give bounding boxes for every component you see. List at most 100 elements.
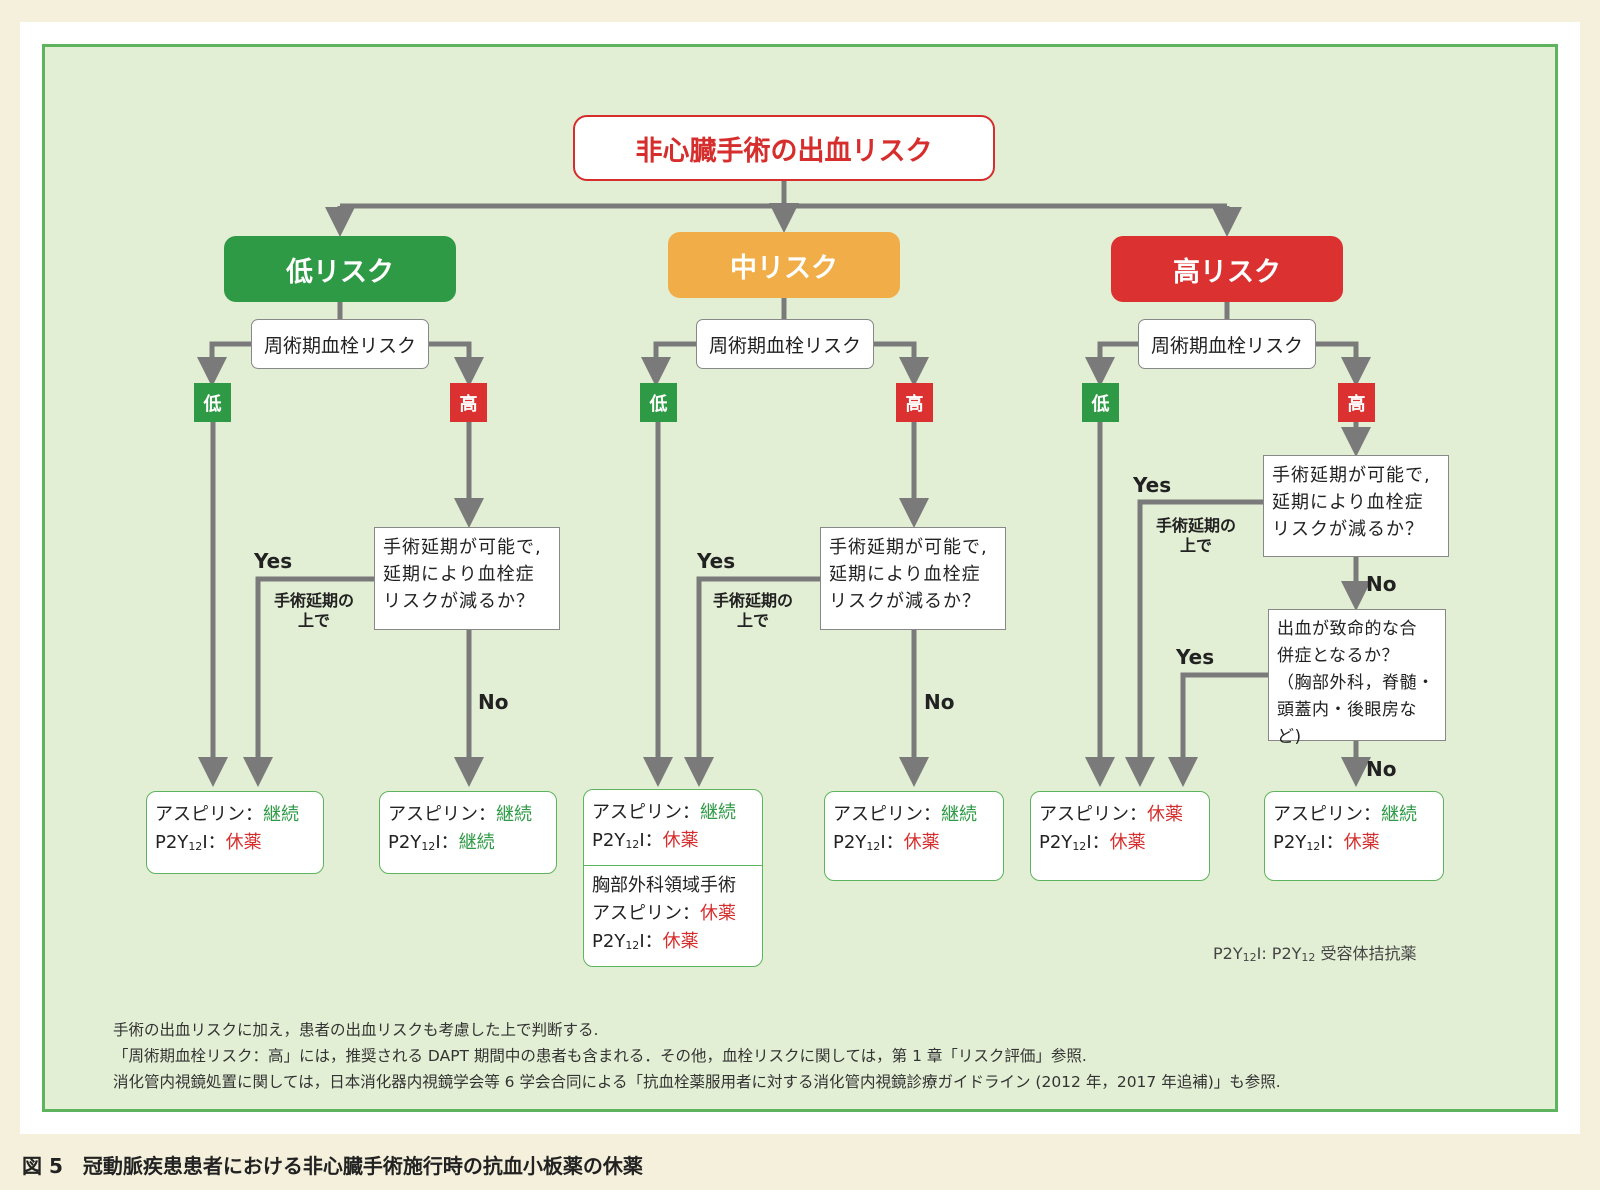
- after-delay-line: 上で: [1180, 536, 1213, 555]
- p2y-label: P2Y: [592, 931, 626, 952]
- p2y-label: P2Y: [592, 830, 626, 851]
- p2y-row: P2Y12I：休薬: [155, 829, 315, 861]
- aspirin-row: アスピリン：継続: [1273, 801, 1435, 829]
- aspirin-label: アスピリン：: [1039, 804, 1147, 825]
- bleeding-complication-question: 出血が致命的な合 併症となるか？ （胸部外科，脊髄・ 頭蓋内・後眼房など): [1268, 609, 1446, 747]
- after-delay-line: 上で: [298, 611, 331, 630]
- perioperative-risk-high: 周術期血栓リスク: [1138, 319, 1316, 369]
- after-delay-line: 手術延期の: [274, 591, 355, 610]
- yes-label-mid: Yes: [697, 549, 736, 573]
- figure-caption: 図 5 冠動脈疾患患者における非心臓手術施行時の抗血小板薬の休薬: [22, 1154, 643, 1178]
- yes-label-high-1: Yes: [1133, 473, 1172, 497]
- high-risk-box: 高リスク: [1111, 236, 1343, 302]
- p2y-row: P2Y12I：休薬: [1039, 829, 1201, 861]
- result-mid-low: アスピリン：継続 P2Y12I：休薬 胸部外科領域手術 アスピリン：休薬 P2Y…: [583, 789, 763, 967]
- aspirin-status: 継続: [496, 804, 532, 825]
- p2y-label: P2Y: [388, 832, 422, 853]
- tag-low-3: 低: [1082, 383, 1119, 422]
- after-delay-label-high: 手術延期の 上で: [1156, 516, 1236, 556]
- p2y-label: P2Y: [833, 832, 867, 853]
- abbreviation-legend: P2Y12I: P2Y12 受容体拮抗薬: [1213, 940, 1417, 964]
- result-low-low: アスピリン：継続 P2Y12I：休薬: [146, 791, 324, 874]
- aspirin-row: アスピリン：休薬: [1039, 801, 1201, 829]
- aspirin-status: 休薬: [700, 903, 736, 924]
- p2y-tail: I：: [639, 830, 663, 851]
- result-mid-high: アスピリン：継続 P2Y12I：休薬: [824, 791, 1004, 881]
- perioperative-risk-mid: 周術期血栓リスク: [696, 319, 874, 369]
- p2y-label: P2Y: [1273, 832, 1307, 853]
- question-line: 延期により血栓症: [383, 564, 535, 585]
- after-delay-label-low: 手術延期の 上で: [274, 591, 354, 631]
- aspirin-status: 継続: [941, 804, 977, 825]
- p2y-subscript: 12: [866, 840, 881, 853]
- p2y-subscript: 12: [625, 838, 640, 851]
- tag-low-1: 低: [194, 383, 231, 422]
- footnote-line: 消化管内視鏡処置に関しては，日本消化器内視鏡学会等 6 学会合同による「抗血栓薬…: [113, 1073, 1281, 1091]
- p2y-row: P2Y12I：継続: [388, 829, 548, 861]
- p2y-row: P2Y12I：休薬: [833, 829, 995, 861]
- result-high-continue-path: アスピリン：休薬 P2Y12I：休薬: [1030, 791, 1210, 881]
- tag-high-1: 高: [450, 383, 487, 422]
- p2y-tail: I：: [880, 832, 904, 853]
- p2y-label: P2Y: [155, 832, 189, 853]
- p2y-subscript: 12: [625, 939, 640, 952]
- tag-low-2: 低: [640, 383, 677, 422]
- p2y-tail: I：: [1086, 832, 1110, 853]
- p2y-status: 休薬: [662, 931, 699, 952]
- legend-subscript: 12: [1242, 951, 1257, 964]
- legend-part: 受容体拮抗薬: [1315, 944, 1417, 963]
- after-delay-label-mid: 手術延期の 上で: [713, 591, 793, 631]
- aspirin-label: アスピリン：: [592, 903, 700, 924]
- legend-part: I: P2Y: [1256, 944, 1302, 963]
- p2y-subscript: 12: [1072, 840, 1087, 853]
- question-line: 延期により血栓症: [829, 564, 981, 585]
- p2y-row: P2Y12I：休薬: [592, 827, 754, 859]
- aspirin-status: 継続: [1381, 804, 1417, 825]
- p2y-subscript: 12: [421, 840, 436, 853]
- bleeding-risk-title: 非心臓手術の出血リスク: [573, 115, 995, 181]
- p2y-row: P2Y12I：休薬: [1273, 829, 1435, 861]
- aspirin-label: アスピリン：: [155, 804, 263, 825]
- aspirin-status: 休薬: [1147, 804, 1183, 825]
- legend-part: P2Y: [1213, 944, 1243, 963]
- thoracic-section: 胸部外科領域手術 アスピリン：休薬 P2Y12I：休薬: [584, 865, 762, 960]
- aspirin-label: アスピリン：: [388, 804, 496, 825]
- p2y-tail: I：: [435, 832, 459, 853]
- no-label-low: No: [478, 690, 509, 714]
- after-delay-line: 手術延期の: [713, 591, 794, 610]
- p2y-tail: I：: [202, 832, 226, 853]
- footnote-line: 手術の出血リスクに加え，患者の出血リスクも考慮した上で判断する.: [113, 1021, 599, 1039]
- low-risk-box: 低リスク: [224, 236, 456, 302]
- tag-high-2: 高: [896, 383, 933, 422]
- p2y-status: 休薬: [662, 830, 699, 851]
- question-line: 手術延期が可能で,: [1272, 465, 1431, 486]
- after-delay-line: 手術延期の: [1156, 516, 1237, 535]
- p2y-status: 休薬: [903, 832, 940, 853]
- p2y-tail: I：: [639, 931, 663, 952]
- mid-risk-box: 中リスク: [668, 232, 900, 298]
- question-line: 手術延期が可能で,: [829, 537, 988, 558]
- question-line: 出血が致命的な合: [1277, 619, 1417, 639]
- question-line: リスクが減るか？: [383, 591, 535, 612]
- p2y-status: 休薬: [1109, 832, 1146, 853]
- aspirin-status: 継続: [700, 802, 736, 823]
- p2y-subscript: 12: [188, 840, 203, 853]
- perioperative-risk-low: 周術期血栓リスク: [251, 319, 429, 369]
- result-high-no-path: アスピリン：継続 P2Y12I：休薬: [1264, 791, 1444, 881]
- question-line: リスクが減るか？: [829, 591, 981, 612]
- tag-high-3: 高: [1338, 383, 1375, 422]
- question-line: 併症となるか？: [1277, 646, 1399, 666]
- delay-question-low: 手術延期が可能で, 延期により血栓症 リスクが減るか？: [374, 527, 560, 630]
- aspirin-label: アスピリン：: [1273, 804, 1381, 825]
- aspirin-row: アスピリン：継続: [833, 801, 995, 829]
- p2y-status: 休薬: [225, 832, 262, 853]
- footnotes: 手術の出血リスクに加え，患者の出血リスクも考慮した上で判断する. 「周術期血栓リ…: [113, 1017, 1281, 1095]
- p2y-subscript: 12: [1306, 840, 1321, 853]
- no-label-mid: No: [924, 690, 955, 714]
- question-line: 頭蓋内・後眼房など): [1277, 700, 1417, 747]
- delay-question-high: 手術延期が可能で, 延期により血栓症 リスクが減るか？: [1263, 455, 1449, 557]
- aspirin-row: アスピリン：休薬: [592, 900, 754, 928]
- after-delay-line: 上で: [737, 611, 770, 630]
